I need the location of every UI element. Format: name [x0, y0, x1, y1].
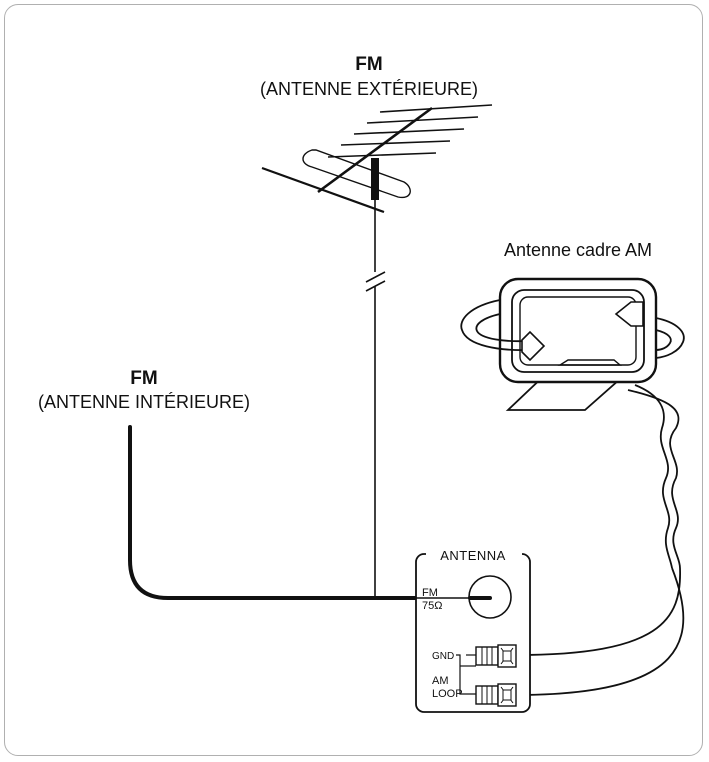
gnd-terminal[interactable] [475, 644, 517, 668]
indoor-antenna-title: FM [130, 368, 157, 389]
panel-gnd-label: GND [432, 651, 454, 662]
panel-loop-label: LOOP [432, 688, 463, 700]
panel-fm-label: FM [422, 587, 438, 599]
am-twisted-cable [515, 384, 685, 696]
panel-am-label: AM [432, 675, 449, 687]
am-loop-terminal[interactable] [475, 683, 517, 707]
diagram-frame [4, 4, 703, 756]
antenna-panel: ANTENNA FM 75Ω GND AM LOOP [375, 546, 531, 713]
indoor-antenna-subtitle: (ANTENNE INTÉRIEURE) [38, 392, 250, 412]
am-loop-antenna-icon [460, 277, 685, 411]
indoor-fm-wire [128, 425, 490, 600]
outdoor-fm-antenna-icon [261, 104, 493, 598]
outdoor-antenna-title: FM [355, 54, 382, 75]
panel-title: ANTENNA [440, 548, 506, 563]
am-loop-label: Antenne cadre AM [504, 240, 652, 260]
panel-fm-impedance: 75Ω [422, 600, 442, 612]
outdoor-antenna-subtitle: (ANTENNE EXTÉRIEURE) [260, 79, 478, 99]
